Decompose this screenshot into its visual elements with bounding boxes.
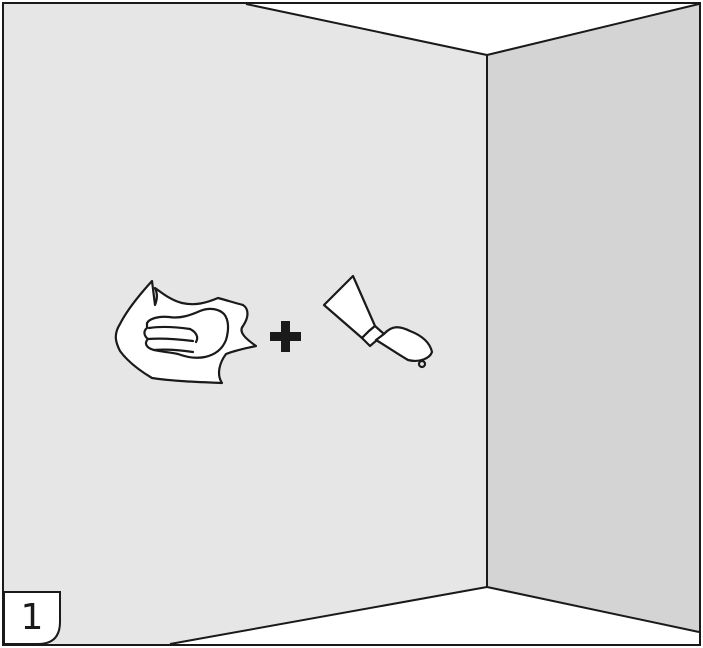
right-wall	[487, 4, 699, 632]
step-number-tab	[4, 592, 60, 644]
